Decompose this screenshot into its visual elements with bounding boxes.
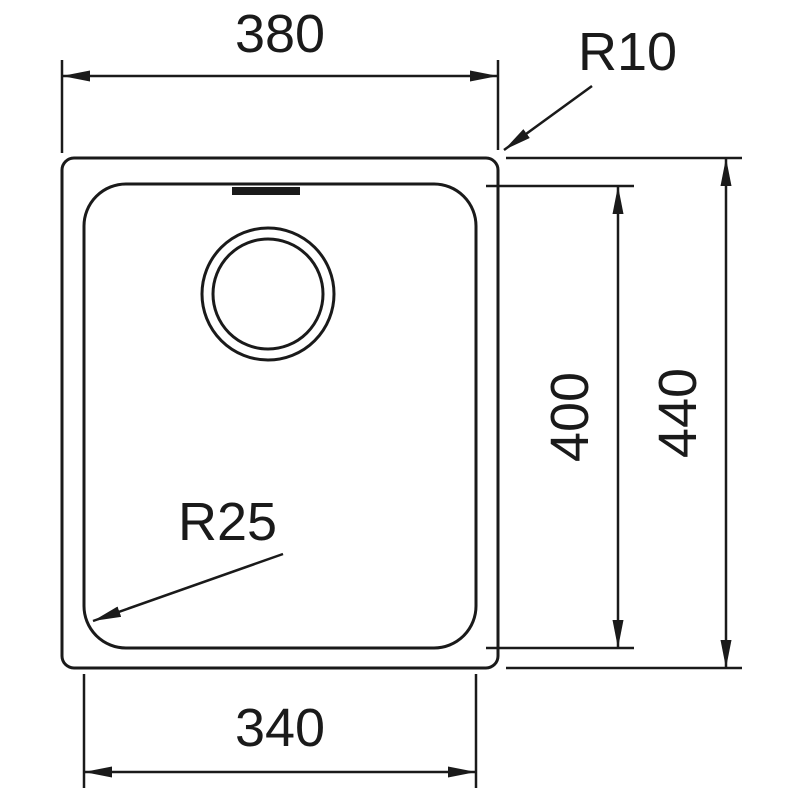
dim-label-inner-height: 400 (540, 372, 600, 462)
dim-label-outer-corner-radius: R10 (578, 22, 677, 82)
sink-outer-outline (60, 156, 500, 670)
dim-label-outer-height: 440 (648, 368, 708, 458)
sink-basin-outline (82, 182, 478, 650)
callout-inner-corner-radius: R25 (92, 492, 284, 623)
drain-outer-circle (200, 226, 336, 362)
dim-inner-height: 400 (486, 184, 634, 650)
callout-outer-corner-radius: R10 (503, 22, 677, 152)
dim-outer-width: 380 (60, 4, 500, 153)
dim-label-outer-width: 380 (235, 4, 325, 64)
drain-inner-circle (211, 237, 325, 351)
dim-label-inner-corner-radius: R25 (178, 492, 277, 552)
leader-line-inner-corner (92, 552, 284, 623)
sink-body (60, 156, 500, 670)
dim-label-inner-width: 340 (235, 698, 325, 758)
dim-outer-height: 440 (506, 156, 742, 670)
dim-inner-width: 340 (82, 674, 478, 788)
leader-line-outer-corner (503, 84, 593, 152)
